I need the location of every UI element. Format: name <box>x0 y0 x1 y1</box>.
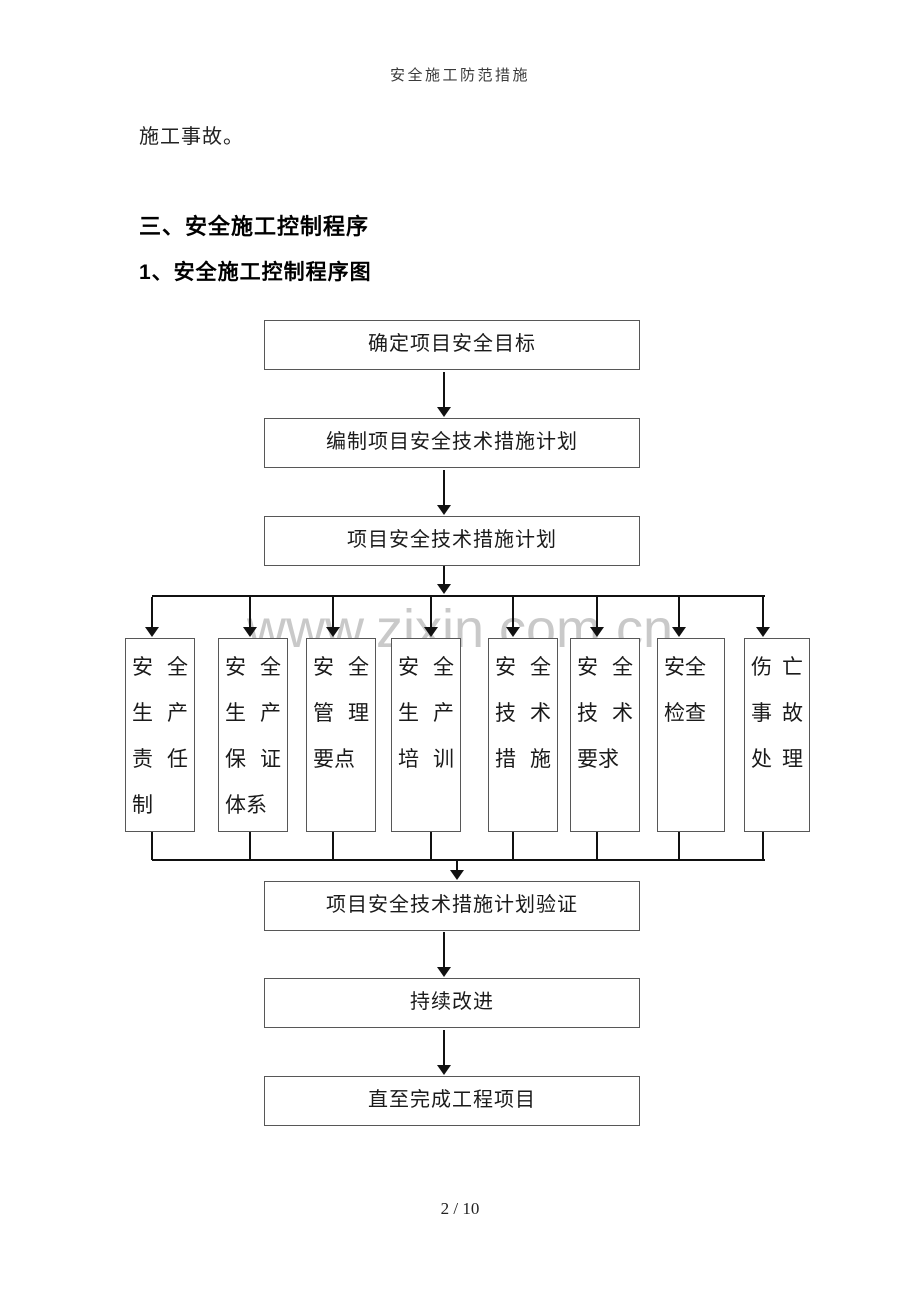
arrow-down-2 <box>437 470 451 515</box>
branch-box-line: 体系 <box>225 793 267 817</box>
branch-stub-1 <box>151 832 153 860</box>
branch-box-line: 生产 <box>398 701 454 725</box>
branch-arrow-5 <box>506 597 520 637</box>
branch-arrow-3 <box>326 597 340 637</box>
flow-box-plan: 项目安全技术措施计划 <box>264 516 640 566</box>
arrow-down-collect <box>450 861 464 880</box>
flow-box-verify: 项目安全技术措施计划验证 <box>264 881 640 931</box>
branch-arrow-6 <box>590 597 604 637</box>
branch-stub-2 <box>249 832 251 860</box>
collect-line <box>152 859 765 861</box>
flow-box-improve: 持续改进 <box>264 978 640 1028</box>
branch-box-line: 安全 <box>664 655 706 679</box>
branch-box-line: 生产 <box>132 701 188 725</box>
branch-box-line: 检查 <box>664 701 706 725</box>
subsection-heading: 1、安全施工控制程序图 <box>139 261 372 284</box>
branch-box-line: 伤亡 <box>751 655 803 679</box>
branch-line <box>152 595 765 597</box>
branch-box-line: 处理 <box>751 747 803 771</box>
branch-box-line: 管理 <box>313 701 369 725</box>
branch-box-line: 安全 <box>225 655 281 679</box>
branch-box-line: 保证 <box>225 747 281 771</box>
branch-box-line: 技术 <box>495 701 551 725</box>
branch-box-line: 要求 <box>577 747 619 771</box>
branch-box-line: 事故 <box>751 701 803 725</box>
flow-box-finish: 直至完成工程项目 <box>264 1076 640 1126</box>
branch-stub-6 <box>596 832 598 860</box>
branch-box-line: 安全 <box>495 655 551 679</box>
flow-box-goal: 确定项目安全目标 <box>264 320 640 370</box>
page-header-title: 安全施工防范措施 <box>389 68 530 84</box>
branch-box-line: 责任 <box>132 747 188 771</box>
branch-box-line: 安全 <box>577 655 633 679</box>
branch-arrow-8 <box>756 597 770 637</box>
branch-box-line: 技术 <box>577 701 633 725</box>
flow-box-plan-compile: 编制项目安全技术措施计划 <box>264 418 640 468</box>
branch-arrow-7 <box>672 597 686 637</box>
arrow-down-4 <box>437 932 451 977</box>
branch-box-line: 安全 <box>132 655 188 679</box>
branch-stub-8 <box>762 832 764 860</box>
branch-box-line: 安全 <box>313 655 369 679</box>
branch-box-line: 措施 <box>495 747 551 771</box>
branch-box-line: 培训 <box>398 747 454 771</box>
branch-box-7: 安全检查 <box>657 638 725 832</box>
branch-arrow-2 <box>243 597 257 637</box>
page-number: 2 / 10 <box>440 1199 480 1218</box>
branch-arrow-1 <box>145 597 159 637</box>
branch-stub-3 <box>332 832 334 860</box>
branch-arrow-4 <box>424 597 438 637</box>
branch-box-line: 要点 <box>313 747 355 771</box>
branch-box-6: 安全技术要求 <box>570 638 640 832</box>
arrow-down-3 <box>437 566 451 594</box>
body-paragraph: 施工事故。 <box>139 126 244 148</box>
branch-box-line: 安全 <box>398 655 454 679</box>
section-heading: 三、安全施工控制程序 <box>139 214 370 239</box>
branch-stub-7 <box>678 832 680 860</box>
branch-box-3: 安全管理要点 <box>306 638 376 832</box>
branch-box-1: 安全生产责任制 <box>125 638 195 832</box>
branch-box-line: 生产 <box>225 701 281 725</box>
branch-stub-4 <box>430 832 432 860</box>
branch-stub-5 <box>512 832 514 860</box>
branch-box-line: 制 <box>132 793 153 817</box>
branch-box-2: 安全生产保证体系 <box>218 638 288 832</box>
arrow-down-1 <box>437 372 451 417</box>
branch-box-8: 伤亡事故处理 <box>744 638 810 832</box>
branch-box-5: 安全技术措施 <box>488 638 558 832</box>
branch-box-4: 安全生产培训 <box>391 638 461 832</box>
arrow-down-5 <box>437 1030 451 1075</box>
